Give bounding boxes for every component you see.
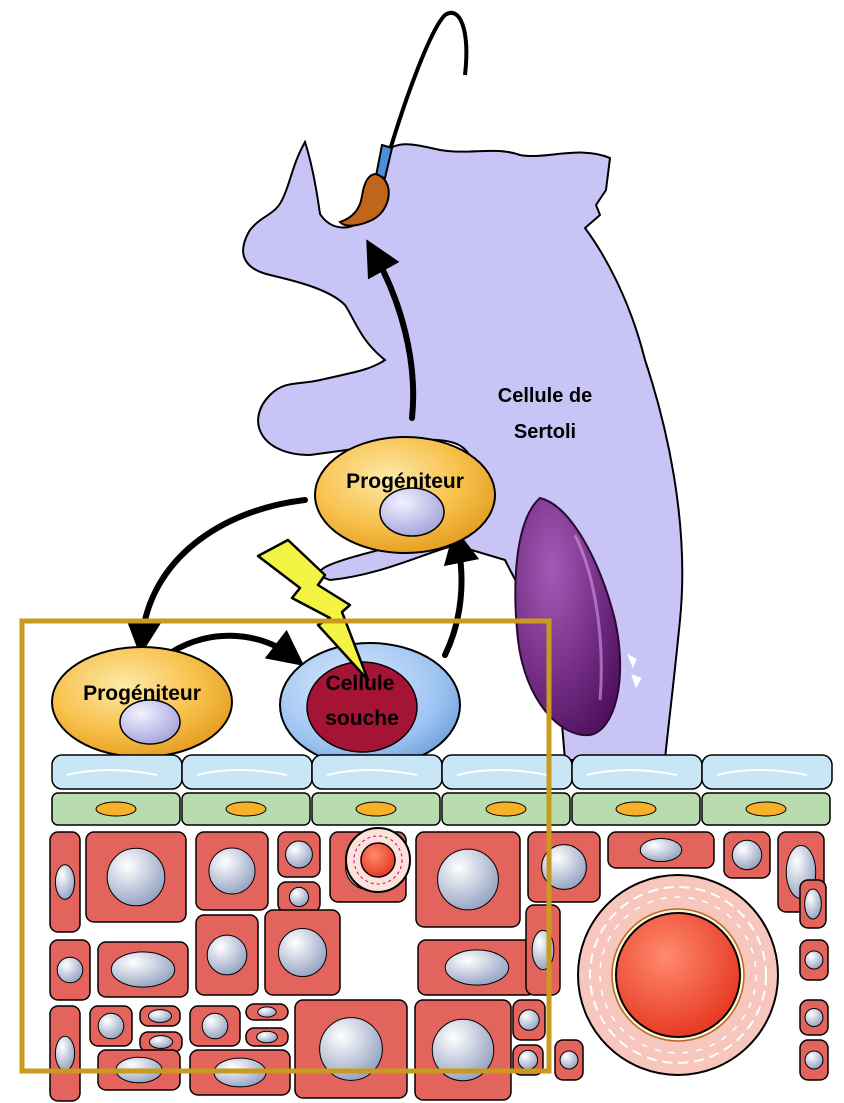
basement-membrane xyxy=(52,755,832,789)
basement-membrane-segment xyxy=(442,755,572,789)
interstitial-nucleus xyxy=(640,838,681,861)
myoid-nucleus xyxy=(356,802,396,816)
basement-membrane-segment xyxy=(182,755,312,789)
basement-membrane-segment xyxy=(702,755,832,789)
interstitial-nucleus xyxy=(202,1013,228,1039)
basement-membrane-segment xyxy=(572,755,702,789)
progenitor-cell-left: Progéniteur xyxy=(52,647,232,757)
interstitial-nucleus xyxy=(518,1050,537,1069)
interstitial-nucleus xyxy=(55,865,74,900)
interstitial-nucleus xyxy=(107,848,165,906)
basement-membrane-segment xyxy=(52,755,182,789)
myoid-cell-layer xyxy=(52,793,830,825)
interstitial-nucleus xyxy=(519,1010,539,1030)
interstitial-nucleus xyxy=(57,957,83,983)
interstitial-nucleus xyxy=(149,1036,172,1049)
interstitial-nucleus xyxy=(289,887,308,906)
interstitial-nucleus xyxy=(805,951,823,969)
interstitial-nucleus xyxy=(55,1036,74,1071)
small-blood-vessel xyxy=(346,828,410,892)
interstitial-nucleus xyxy=(148,1010,171,1023)
stem-cell: Cellule souche xyxy=(280,643,460,767)
myoid-nucleus xyxy=(226,802,266,816)
myoid-nucleus xyxy=(96,802,136,816)
interstitial-nucleus xyxy=(560,1051,578,1069)
interstitial-nucleus xyxy=(279,929,327,977)
stem-label-line1: Cellule xyxy=(326,672,395,695)
interstitial-nucleus xyxy=(286,841,313,868)
interstitial-nucleus xyxy=(805,889,822,919)
myoid-nucleus xyxy=(746,802,786,816)
basement-membrane-segment xyxy=(312,755,442,789)
arrow-progenitor-to-stem xyxy=(172,636,290,655)
large-blood-vessel xyxy=(578,875,778,1075)
interstitial-nucleus xyxy=(258,1007,276,1017)
myoid-nucleus xyxy=(486,802,526,816)
interstitial-nucleus xyxy=(209,848,255,894)
interstitial-nucleus xyxy=(732,840,761,869)
interstitial-nucleus xyxy=(98,1013,124,1039)
sertoli-label-line1: Cellule de xyxy=(498,385,592,407)
interstitial-nucleus xyxy=(438,849,499,910)
interstitial-nucleus xyxy=(207,935,247,975)
sertoli-label-line2: Sertoli xyxy=(514,421,576,443)
progenitor-cell-top: Progéniteur xyxy=(315,437,495,553)
myoid-nucleus xyxy=(616,802,656,816)
interstitial-nucleus xyxy=(111,952,174,987)
arrow-stem-to-progenitor xyxy=(445,545,462,655)
progenitor-top-label: Progéniteur xyxy=(346,470,464,493)
progenitor-left-label: Progéniteur xyxy=(83,682,201,705)
stem-label-line2: souche xyxy=(325,707,399,730)
interstitial-nucleus xyxy=(805,1009,823,1027)
interstitial-nucleus xyxy=(445,950,508,985)
interstitial-nucleus xyxy=(257,1031,278,1043)
interstitial-nucleus xyxy=(805,1051,823,1069)
